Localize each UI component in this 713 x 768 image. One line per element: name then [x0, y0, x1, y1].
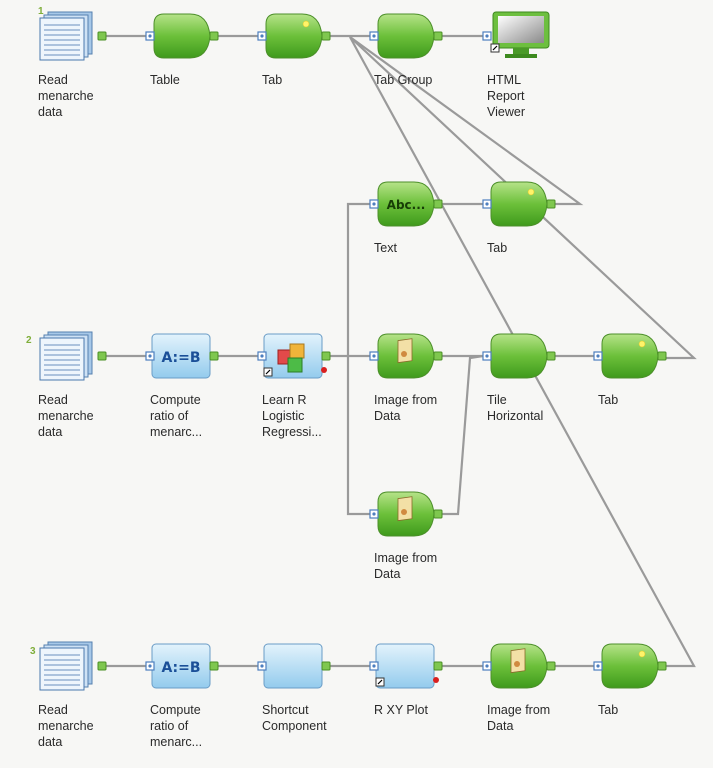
node-r1-read[interactable] [38, 11, 107, 61]
row-number: 3 [30, 646, 36, 657]
node-text[interactable]: Abc... [369, 180, 443, 228]
green-node-icon [482, 333, 556, 379]
image-node-icon [482, 643, 556, 689]
row-number: 2 [26, 335, 32, 346]
node-label: Shortcut Component [262, 703, 327, 733]
node-label: Image from Data [374, 551, 438, 581]
node-r1-tabgroup[interactable] [369, 12, 443, 60]
green-node-icon [593, 643, 667, 689]
node-label: Tab [262, 73, 283, 87]
svg-text:A:=B: A:=B [161, 350, 200, 366]
green-node-icon [593, 333, 667, 379]
math-formula-icon: A:=B [145, 333, 219, 379]
node-label: Image from Data [487, 703, 551, 733]
node-r1-viewer[interactable] [482, 11, 551, 60]
node-label: Tab [598, 703, 619, 717]
node-label: Tab [598, 393, 619, 407]
node-r2-read[interactable] [38, 331, 107, 381]
table-reader-icon [39, 641, 107, 691]
node-r2-tile[interactable] [482, 332, 556, 380]
node-label: Read menarche data [38, 73, 94, 119]
node-label: Image from Data [374, 393, 438, 423]
node-r2-tab[interactable] [593, 332, 667, 380]
node-label: Tab [487, 241, 508, 255]
r-plot-icon [369, 643, 443, 689]
node-label: HTML Report Viewer [487, 73, 525, 119]
node-r3-tab[interactable] [593, 642, 667, 690]
node-r2-compute[interactable]: A:=B [145, 332, 219, 380]
row-number: 1 [38, 6, 44, 17]
blue-node-icon [257, 643, 331, 689]
node-label: R XY Plot [374, 703, 428, 717]
table-reader-icon [39, 331, 107, 381]
green-node-icon [369, 13, 443, 59]
node-r2-learn[interactable] [257, 332, 331, 380]
svg-text:Abc...: Abc... [387, 198, 426, 212]
node-label: Tab Group [374, 73, 433, 87]
text-node-icon: Abc... [369, 181, 443, 227]
node-label: Read menarche data [38, 703, 94, 749]
connection [349, 36, 697, 360]
node-label: Read menarche data [38, 393, 94, 439]
green-node-icon [145, 13, 219, 59]
node-label: Text [374, 241, 397, 255]
connection [349, 36, 696, 668]
node-text-tab[interactable] [482, 180, 556, 228]
node-label: Tile Horizontal [487, 393, 544, 423]
green-node-icon [482, 181, 556, 227]
connection [346, 202, 370, 358]
node-r1-tab[interactable] [257, 12, 331, 60]
connection [442, 354, 484, 516]
node-r3-compute[interactable]: A:=B [145, 642, 219, 690]
image-node-icon [369, 333, 443, 379]
connection [349, 36, 584, 206]
node-r2-image[interactable] [369, 332, 443, 380]
svg-text:A:=B: A:=B [161, 660, 200, 676]
monitor-icon [482, 11, 550, 58]
table-reader-icon [39, 11, 107, 61]
green-node-icon [257, 13, 331, 59]
node-label: Compute ratio of menarc... [150, 393, 203, 439]
node-label: Compute ratio of menarc... [150, 703, 203, 749]
connection [346, 358, 370, 516]
node-r1-table[interactable] [145, 12, 219, 60]
node-r3-rxy[interactable] [369, 642, 443, 690]
node-img2[interactable] [369, 490, 443, 538]
r-learner-icon [257, 333, 331, 379]
node-label: Table [150, 73, 180, 87]
node-r3-image[interactable] [482, 642, 556, 690]
node-label: Learn R Logistic Regressi... [262, 393, 322, 439]
image-node-icon [369, 491, 443, 537]
node-r3-shortcut[interactable] [257, 642, 331, 690]
node-r3-read[interactable] [38, 641, 107, 691]
math-formula-icon: A:=B [145, 643, 219, 689]
